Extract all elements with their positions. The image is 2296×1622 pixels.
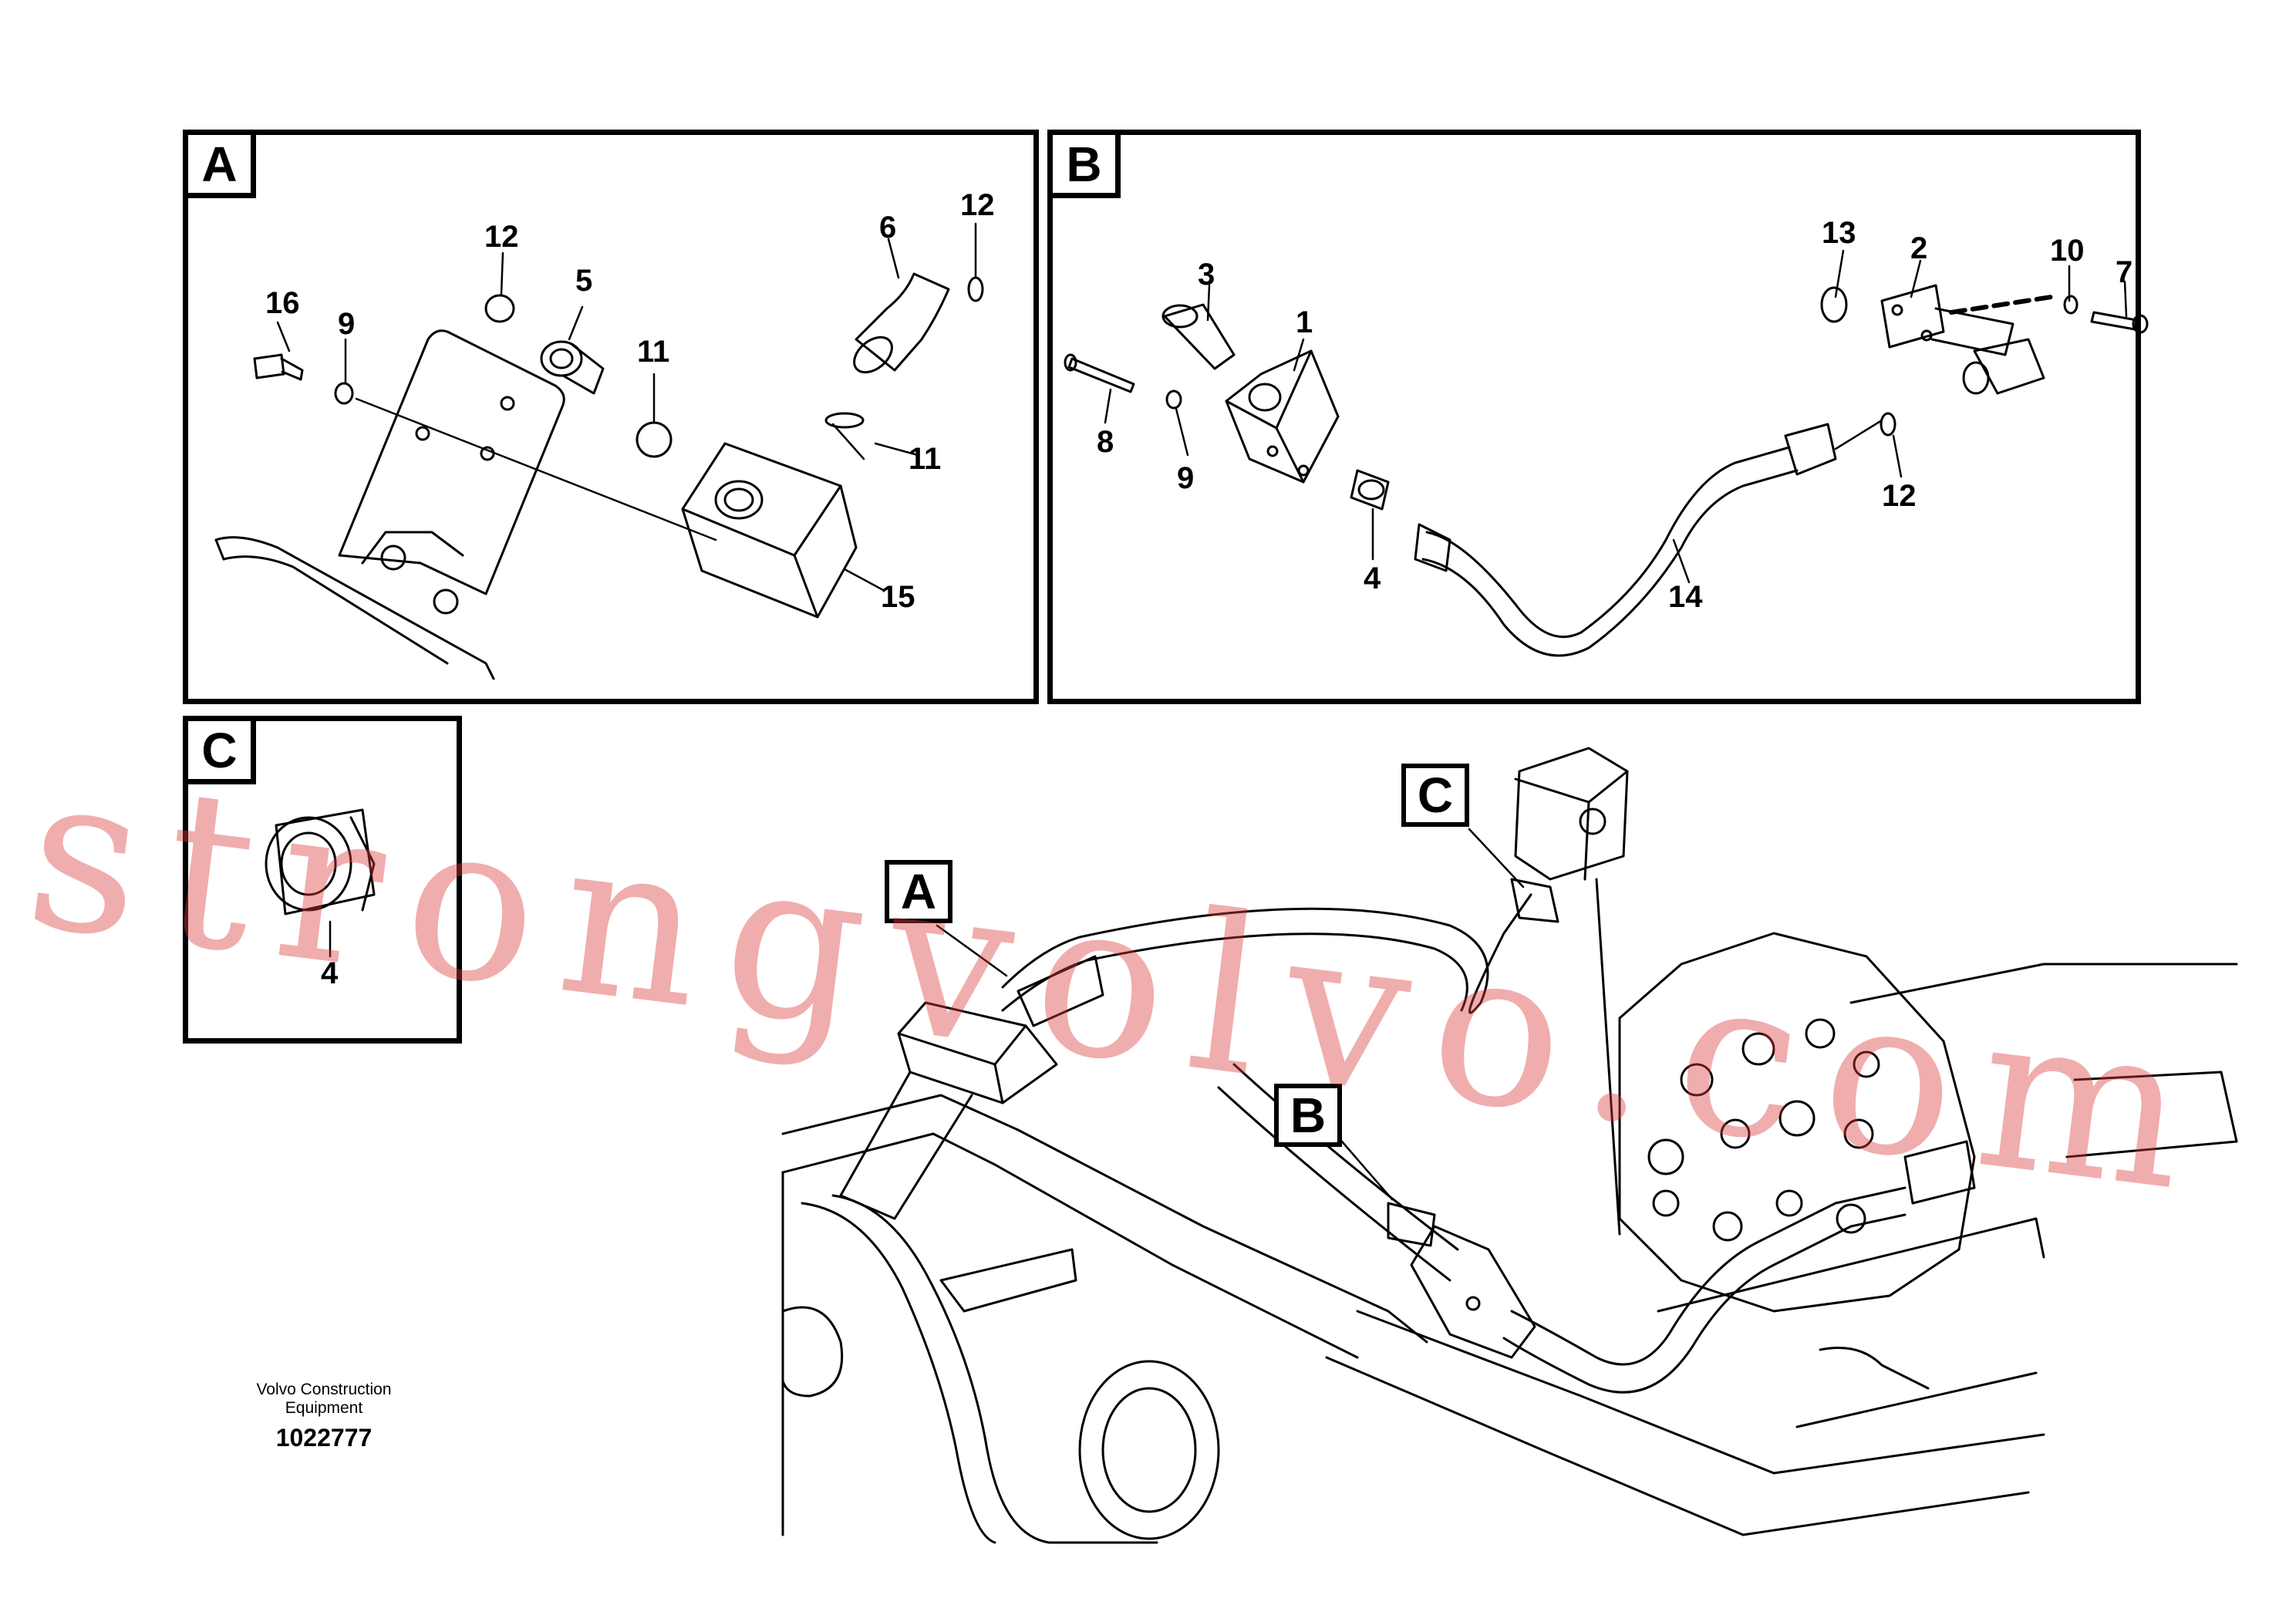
part-number: 6 [879, 211, 897, 244]
part-number: 4 [1364, 561, 1381, 595]
detail-panel-c: C [183, 716, 462, 1044]
main-assembly-drawing [781, 747, 2238, 1544]
part-number: 12 [484, 220, 519, 254]
detail-panel-a: A [183, 130, 1039, 704]
company-name-line1: Volvo Construction [256, 1381, 392, 1398]
callout-a: A [885, 860, 952, 923]
detail-panel-b: B [1047, 130, 2141, 704]
drawing-number: 1022777 [275, 1424, 373, 1452]
part-number: 5 [575, 264, 593, 298]
part-number: 12 [1882, 479, 1917, 513]
part-number: 10 [2050, 234, 2085, 268]
drawing-footer: Volvo Construction Equipment 1022777 [208, 1381, 440, 1452]
part-number: 14 [1668, 580, 1703, 614]
part-number: 15 [881, 580, 915, 614]
part-number: 9 [338, 307, 356, 341]
part-number: 3 [1198, 258, 1215, 292]
panel-c-label: C [188, 721, 256, 784]
part-number: 4 [321, 956, 339, 990]
panel-a-label: A [188, 135, 256, 198]
part-number: 2 [1910, 231, 1928, 265]
company-name-line2: Equipment [285, 1399, 363, 1417]
part-number: 9 [1177, 461, 1195, 495]
part-number: 7 [2116, 255, 2133, 289]
panel-b-label: B [1053, 135, 1121, 198]
part-number: 11 [637, 335, 670, 369]
part-number: 8 [1097, 425, 1114, 459]
part-number: 12 [960, 188, 995, 222]
part-number: 16 [265, 286, 300, 320]
panel-b-drawing [1064, 249, 2149, 657]
part-number: 11 [909, 442, 942, 476]
panel-c-drawing [265, 808, 376, 958]
part-number: 13 [1822, 216, 1856, 250]
callout-c: C [1401, 764, 1469, 827]
panel-a-drawing [214, 222, 984, 680]
callout-b: B [1274, 1084, 1342, 1147]
part-number: 1 [1296, 305, 1313, 339]
